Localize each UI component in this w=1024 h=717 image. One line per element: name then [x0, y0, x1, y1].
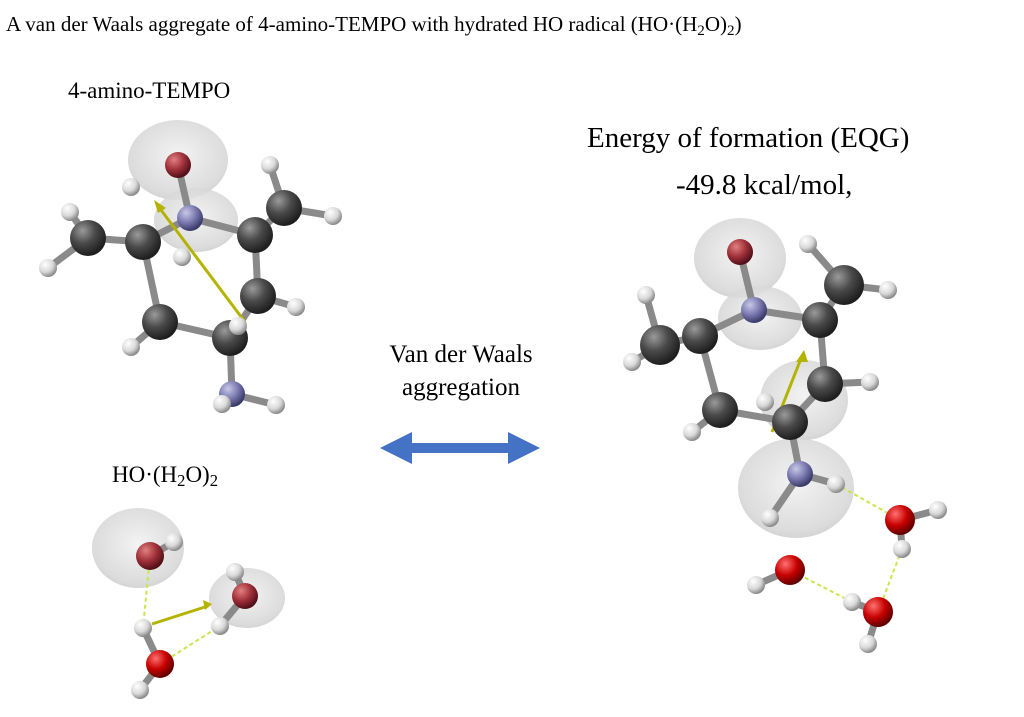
hydrogen-atom [843, 593, 861, 611]
energy-label: Energy of formation (EQG) [587, 122, 910, 154]
oxygen-atom [863, 597, 893, 627]
carbon-atom [142, 304, 178, 340]
hydrogen-atom [173, 248, 191, 266]
hydrogen-atom [122, 178, 140, 196]
tempo-label: 4-amino-TEMPO [68, 78, 231, 103]
hydrogen-atom [756, 393, 774, 411]
hydrogen-atom [827, 475, 845, 493]
hydrogen-atom [213, 395, 231, 413]
hydrogen-bonds [142, 555, 221, 665]
oxygen-atom [165, 152, 191, 178]
dipole-arrow [151, 604, 209, 626]
oxygen-atom [136, 542, 164, 570]
hydrogen-atom [226, 563, 244, 581]
carbon-atom [807, 366, 843, 402]
hydrogen-atom [623, 353, 641, 371]
electron-cloud [92, 508, 285, 628]
ho-water-cluster [92, 508, 285, 699]
hydrogen-atom [861, 373, 879, 391]
carbon-atom [702, 392, 738, 428]
hydrogen-atom [287, 298, 305, 316]
hydrogen-atom [261, 156, 279, 174]
hydrogen-atom [893, 540, 911, 558]
carbon-atom [824, 265, 864, 305]
carbon-atom [240, 278, 276, 314]
energy-value: -49.8 kcal/mol, [676, 169, 853, 201]
oxygen-atom [775, 555, 805, 585]
aggregation-arrow [380, 432, 540, 464]
hydrogen-atom [747, 576, 765, 594]
oxygen-atom [232, 583, 258, 609]
carbon-atom [640, 325, 680, 365]
dipole-arrow [156, 205, 247, 323]
hydrogen-atom [165, 533, 183, 551]
nitrogen-atom [177, 205, 203, 231]
hydrogen-atom [683, 423, 701, 441]
hydrogen-atom [134, 619, 152, 637]
carbon-atom [237, 217, 273, 253]
carbon-atom [266, 190, 302, 226]
carbon-atom [802, 302, 838, 338]
oxygen-atom [885, 505, 915, 535]
dipole-arrow-head [154, 200, 166, 213]
hydrogen-atom [39, 259, 57, 277]
figure-title: A van der Waals aggregate of 4-amino-TEM… [6, 12, 742, 39]
hydrogen-atom [61, 203, 79, 221]
hydrogen-atom [229, 317, 247, 335]
hydrogen-atom [131, 681, 149, 699]
hydrogen-atom [859, 635, 877, 653]
nitrogen-atom [787, 461, 813, 487]
hydrogen-atom [929, 501, 947, 519]
ho-radical-label: HO·(H2O)2 [112, 462, 218, 491]
hydrogen-atom [799, 235, 817, 253]
hydrogen-atom [324, 207, 342, 225]
carbon-atom [682, 318, 718, 354]
nitrogen-atom [741, 297, 767, 323]
hydrogen-atom [761, 509, 779, 527]
carbon-atom [125, 224, 161, 260]
dipole-arrow-head [796, 350, 808, 362]
oxygen-atom [727, 239, 753, 265]
hydrogen-atom [267, 396, 285, 414]
aggregate-molecule [623, 218, 947, 653]
hydrogen-atom [879, 281, 897, 299]
dipole-arrow-head [203, 600, 212, 610]
tempo-molecule [39, 120, 342, 414]
hydrogen-atom [122, 338, 140, 356]
carbon-atom [70, 220, 106, 256]
oxygen-atom [146, 650, 174, 678]
hydrogen-atom [637, 286, 655, 304]
hydrogen-atom [211, 617, 229, 635]
carbon-atom [772, 404, 808, 440]
